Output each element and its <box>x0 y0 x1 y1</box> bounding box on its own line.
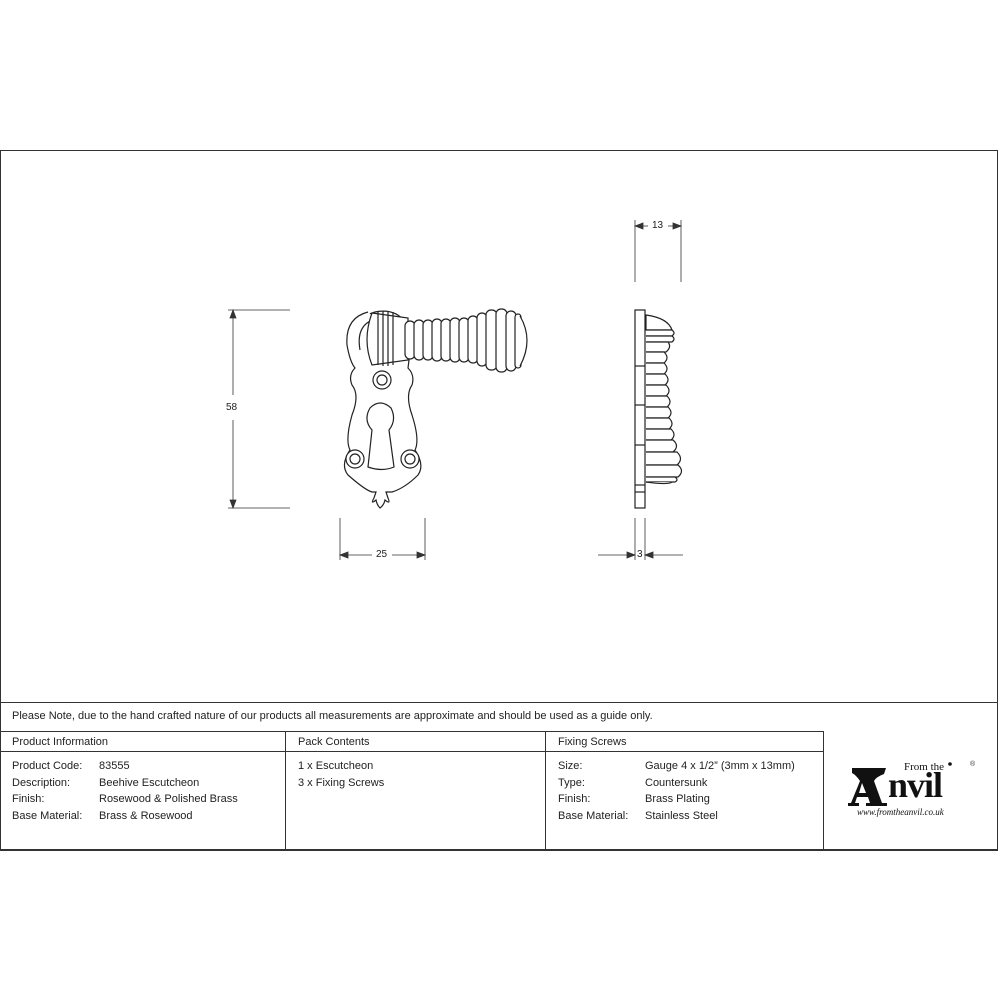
info-label: Finish: <box>12 793 45 805</box>
screw-label: Type: <box>558 776 585 789</box>
info-row: Finish: Rosewood & Polished Brass <box>12 791 274 808</box>
logo-from-the: From the <box>904 761 945 773</box>
fixing-screws-section: Fixing Screws Size: Gauge 4 x 1/2” (3mm … <box>546 731 824 851</box>
dimension-width-label: 25 <box>376 549 388 560</box>
info-value: Rosewood & Polished Brass <box>99 793 238 805</box>
screw-label: Size: <box>558 760 583 772</box>
front-view-beehive-cover <box>366 308 528 373</box>
column-divider <box>545 731 546 851</box>
screw-label: Base Material: <box>558 809 629 822</box>
measurement-note: Please Note, due to the hand crafted nat… <box>0 702 998 731</box>
screw-value: Brass Plating <box>645 793 710 805</box>
pack-item: 1 x Escutcheon <box>298 760 374 772</box>
info-value: Brass & Rosewood <box>99 809 193 822</box>
screw-value: Gauge 4 x 1/2” (3mm x 13mm) <box>645 760 795 772</box>
screw-label: Finish: <box>558 793 591 805</box>
side-view <box>634 309 683 509</box>
dimension-thickness-label: 3 <box>637 549 643 560</box>
from-the-anvil-logo: From the nvil ® www.fromtheanvil.co.uk <box>824 733 998 849</box>
fixing-screws-heading: Fixing Screws <box>546 732 824 752</box>
info-row: Base Material: Brass & Rosewood <box>12 808 274 825</box>
info-label: Base Material: <box>12 809 83 822</box>
screw-value: Stainless Steel <box>645 809 718 822</box>
dimension-depth-label: 13 <box>652 220 664 231</box>
screw-row: Base Material: Stainless Steel <box>558 808 812 825</box>
column-divider <box>823 731 824 851</box>
dimension-height-label: 58 <box>226 402 238 413</box>
dimension-lines <box>228 220 683 560</box>
info-value: 83555 <box>99 760 130 772</box>
product-information-heading: Product Information <box>0 732 286 752</box>
info-value: Beehive Escutcheon <box>99 776 200 789</box>
logo-url: www.fromtheanvil.co.uk <box>857 807 944 817</box>
pack-contents-section: Pack Contents 1 x Escutcheon 3 x Fixing … <box>286 731 546 851</box>
info-label: Description: <box>12 776 71 789</box>
drawing-sheet <box>0 150 998 850</box>
pack-contents-heading: Pack Contents <box>286 732 546 752</box>
screw-value: Countersunk <box>645 776 708 789</box>
screw-row: Type: Countersunk <box>558 775 812 792</box>
info-row: Description: Beehive Escutcheon <box>12 775 274 792</box>
sheet-bottom-border <box>0 850 998 851</box>
column-divider <box>285 731 286 851</box>
anvil-icon <box>848 762 952 806</box>
logo-anvil-text: nvil <box>888 765 943 805</box>
info-label: Product Code: <box>12 760 83 772</box>
screw-row: Size: Gauge 4 x 1/2” (3mm x 13mm) <box>558 758 812 775</box>
logo-registered: ® <box>970 761 976 768</box>
screw-row: Finish: Brass Plating <box>558 791 812 808</box>
pack-item: 3 x Fixing Screws <box>298 776 385 789</box>
product-information-section: Product Information Product Code: 83555 … <box>0 731 286 851</box>
info-row: Product Code: 83555 <box>12 758 274 775</box>
